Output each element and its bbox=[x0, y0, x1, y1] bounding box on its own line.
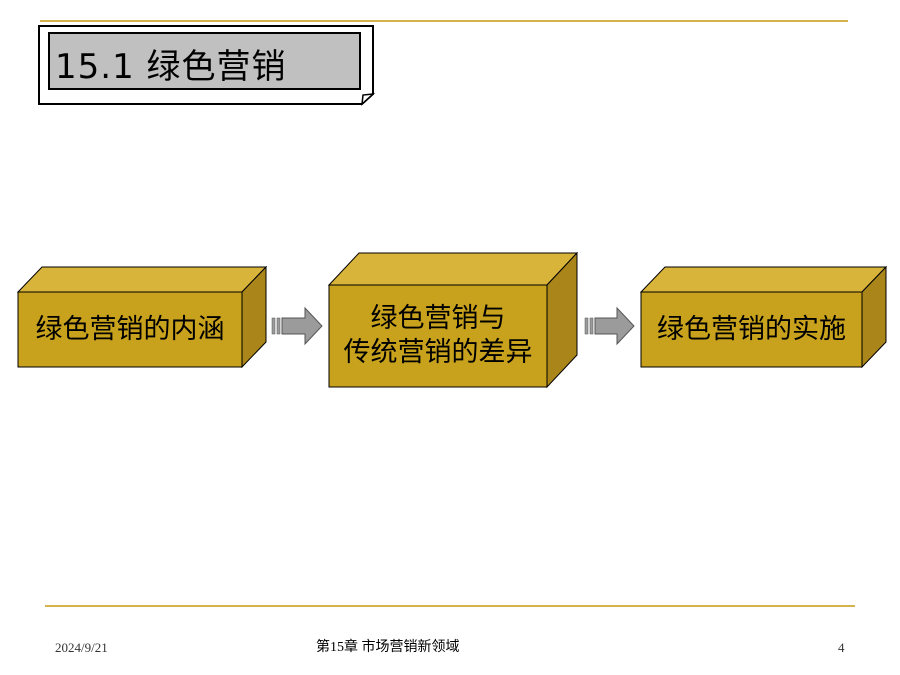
bottom-rule bbox=[45, 605, 855, 607]
flow-box-2-text-line-1: 绿色营销与 bbox=[370, 303, 506, 334]
title-frame bbox=[37, 24, 376, 106]
flow-box-1-text: 绿色营销的内涵 bbox=[35, 313, 225, 345]
footer-date: 2024/9/21 bbox=[55, 640, 108, 655]
arrow-right-icon bbox=[584, 306, 635, 346]
flow-box-2-text-line-2: 传统营销的差异 bbox=[343, 337, 533, 368]
flow-box-3-label: 绿色营销的实施 bbox=[641, 292, 862, 367]
flow-box-3-text: 绿色营销的实施 bbox=[657, 313, 846, 345]
flow-box-2 bbox=[327, 251, 579, 389]
flow-box-2-label: 绿色营销与 传统营销的差异 bbox=[329, 285, 547, 387]
footer-page-number: 4 bbox=[838, 640, 845, 655]
flow-box-1-label: 绿色营销的内涵 bbox=[18, 292, 242, 367]
flow-box-1 bbox=[16, 265, 268, 369]
top-rule bbox=[40, 20, 848, 22]
footer-chapter: 第15章 市场营销新领域 bbox=[316, 640, 460, 655]
arrow-right-icon bbox=[271, 306, 323, 346]
flow-box-3 bbox=[639, 265, 888, 369]
slide-title: 15.1 绿色营销 bbox=[55, 47, 287, 87]
